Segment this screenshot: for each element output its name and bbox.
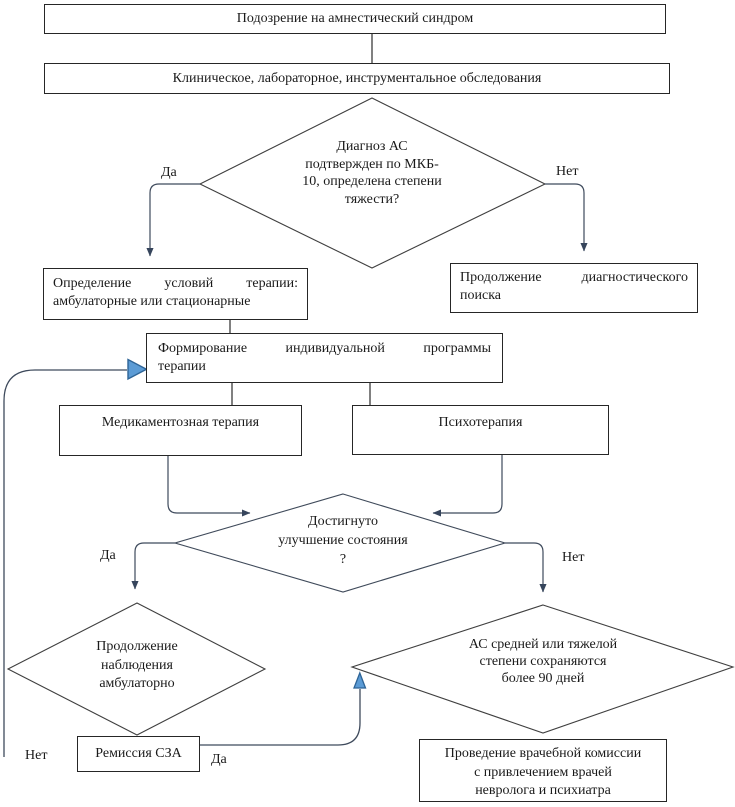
- suspicion-label: Подозрение на амнестический синдром: [236, 11, 474, 26]
- suspicion-node: Подозрение на амнестический синдром: [44, 4, 666, 34]
- commission-line3: невролога и психиатра: [475, 783, 611, 798]
- persistence-line2: степени сохраняются: [479, 654, 607, 669]
- individual-program-line2: терапии: [158, 359, 206, 374]
- continue-search-line1: Продолжение диагностического: [460, 270, 688, 285]
- improvement-decision-text: Достигнуто улучшение состояния ?: [258, 512, 428, 565]
- psychotherapy-node: Психотерапия: [352, 405, 609, 455]
- improvement-line1: Достигнуто: [308, 514, 378, 529]
- therapy-conditions-line2: амбулаторные или стационарные: [53, 294, 251, 309]
- remission-label: Ремиссия СЗА: [95, 746, 182, 761]
- connector-psychotherapy-improvement: [432, 455, 503, 517]
- diagnosis-line3: 10, определена степени: [302, 174, 442, 189]
- observation-line2: наблюдения: [101, 657, 173, 673]
- blue-arrowhead-program-icon: [127, 358, 149, 381]
- observation-line3: амбулаторно: [99, 676, 175, 691]
- individual-program-node: Формирование индивидуальной программы те…: [146, 333, 503, 383]
- continue-search-node: Продолжение диагностического поиска: [450, 263, 698, 313]
- improvement-decision-shape: [173, 493, 507, 593]
- observation-decision-text: Продолжение наблюдения амбулаторно: [77, 638, 197, 694]
- edge-label-no-diagnosis: Нет: [556, 164, 579, 179]
- diagnosis-line2: подтвержден по МКБ-: [305, 156, 439, 172]
- examination-label: Клиническое, лабораторное, инструменталь…: [172, 70, 542, 86]
- connector-yes-to-observation: [131, 542, 175, 590]
- therapy-conditions-node: Определение условий терапии: амбулаторны…: [43, 268, 308, 320]
- diagnosis-line1: Диагноз АС: [336, 139, 408, 154]
- diagnosis-decision-shape: [198, 97, 547, 269]
- commission-node: Проведение врачебной комиссии с привлече…: [419, 739, 667, 802]
- continue-search-line2: поиска: [460, 288, 502, 303]
- connector-medication-improvement: [167, 456, 251, 517]
- edge-label-yes-diagnosis: Да: [161, 165, 177, 180]
- connector-no-to-search: [545, 183, 588, 252]
- diagnosis-line4: тяжести?: [344, 191, 400, 207]
- connector-remission-to-persistence: [200, 689, 361, 746]
- diagnosis-decision-text: Диагноз АС подтвержден по МКБ- 10, опред…: [292, 138, 452, 208]
- edge-label-yes-improvement: Да: [100, 548, 116, 563]
- improvement-line3: ?: [339, 552, 347, 565]
- remission-node: Ремиссия СЗА: [77, 736, 200, 772]
- medication-node: Медикаментозная терапия: [59, 405, 302, 456]
- commission-line2: с привлечением врачей: [474, 764, 612, 780]
- connector-no-to-persistence: [505, 542, 547, 593]
- edge-label-no-observation: Нет: [25, 748, 48, 763]
- observation-decision-shape: [6, 602, 267, 736]
- commission-line1: Проведение врачебной комиссии: [444, 746, 642, 761]
- observation-line1: Продолжение: [96, 639, 178, 654]
- medication-label: Медикаментозная терапия: [101, 415, 260, 430]
- connector-yes-to-conditions: [146, 183, 200, 257]
- individual-program-line1: Формирование индивидуальной программы: [158, 341, 491, 356]
- blue-arrowhead-persistence-icon: [353, 671, 367, 689]
- examination-node: Клиническое, лабораторное, инструменталь…: [44, 63, 670, 94]
- edge-label-no-improvement: Нет: [562, 550, 585, 565]
- connector-feedback-to-program: [3, 369, 127, 757]
- therapy-conditions-line1: Определение условий терапии:: [53, 276, 298, 291]
- persistence-line1: АС средней или тяжелой: [468, 637, 618, 652]
- persistence-decision-text: АС средней или тяжелой степени сохраняют…: [448, 636, 638, 687]
- persistence-decision-shape: [350, 604, 735, 734]
- psychotherapy-label: Психотерапия: [438, 415, 523, 430]
- improvement-line2: улучшение состояния: [278, 533, 408, 548]
- persistence-line3: более 90 дней: [501, 671, 585, 686]
- edge-label-yes-remission: Да: [211, 752, 227, 767]
